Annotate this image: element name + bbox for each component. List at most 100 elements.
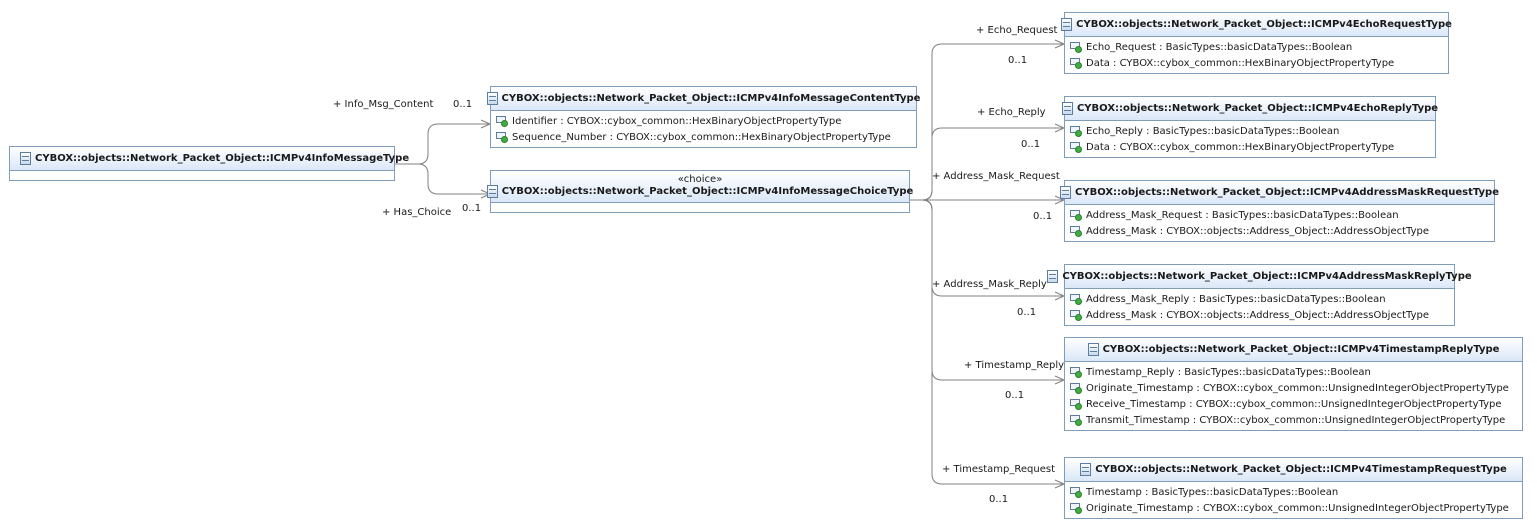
link-info-msg-content (395, 123, 490, 165)
attribute-row[interactable]: Data : CYBOX::cybox_common::HexBinaryObj… (1065, 55, 1448, 71)
attribute-icon (1070, 126, 1082, 137)
class-name: CYBOX::objects::Network_Packet_Object::I… (501, 186, 914, 197)
class-name: CYBOX::objects::Network_Packet_Object::I… (1075, 187, 1499, 198)
attribute-icon (1070, 210, 1082, 221)
attribute-row[interactable]: Timestamp_Reply : BasicTypes::basicDataT… (1065, 364, 1522, 380)
attribute-text: Originate_Timestamp : CYBOX::cybox_commo… (1086, 382, 1509, 394)
class-header: CYBOX::objects::Network_Packet_Object::I… (1060, 181, 1499, 205)
attribute-text: Data : CYBOX::cybox_common::HexBinaryObj… (1086, 57, 1395, 69)
multiplicity-has-choice: 0..1 (462, 203, 482, 214)
attribute-row[interactable]: Transmit_Timestamp : CYBOX::cybox_common… (1065, 412, 1522, 428)
attribute-row[interactable]: Originate_Timestamp : CYBOX::cybox_commo… (1065, 500, 1522, 516)
class-body: Identifier : CYBOX::cybox_common::HexBin… (491, 111, 916, 147)
class-body: Timestamp : BasicTypes::basicDataTypes::… (1065, 482, 1522, 518)
class-body: Echo_Reply : BasicTypes::basicDataTypes:… (1065, 121, 1435, 157)
attribute-row[interactable]: Address_Mask_Request : BasicTypes::basic… (1065, 207, 1494, 223)
attribute-row[interactable]: Timestamp : BasicTypes::basicDataTypes::… (1065, 484, 1522, 500)
attribute-row[interactable]: Sequence_Number : CYBOX::cybox_common::H… (491, 129, 916, 145)
class-icmpv4-address-mask-reply[interactable]: CYBOX::objects::Network_Packet_Object::I… (1047, 264, 1472, 326)
attribute-text: Data : CYBOX::cybox_common::HexBinaryObj… (1086, 141, 1395, 153)
role-label-address-mask-request: + Address_Mask_Request (932, 171, 1060, 182)
attribute-icon (496, 116, 508, 127)
multiplicity-timestamp-reply: 0..1 (1005, 390, 1025, 401)
attribute-row[interactable]: Address_Mask : CYBOX::objects::Address_O… (1065, 307, 1454, 323)
class-icmpv4-info-message-content[interactable]: CYBOX::objects::Network_Packet_Object::I… (486, 86, 920, 148)
class-icon (486, 92, 498, 105)
attribute-row[interactable]: Echo_Reply : BasicTypes::basicDataTypes:… (1065, 123, 1435, 139)
class-name: CYBOX::objects::Network_Packet_Object::I… (1102, 344, 1500, 355)
role-label-info-msg-content: + Info_Msg_Content (333, 99, 434, 110)
attribute-row[interactable]: Data : CYBOX::cybox_common::HexBinaryObj… (1065, 139, 1435, 155)
attribute-text: Identifier : CYBOX::cybox_common::HexBin… (512, 115, 842, 127)
role-label-timestamp-reply: + Timestamp_Reply (964, 360, 1065, 371)
class-header: CYBOX::objects::Network_Packet_Object::I… (1061, 97, 1439, 121)
link-echo-reply (910, 127, 1064, 201)
class-icon (1060, 186, 1071, 199)
class-header: CYBOX::objects::Network_Packet_Object::I… (10, 147, 409, 171)
role-label-timestamp-request: + Timestamp_Request (942, 464, 1055, 475)
class-body: Timestamp_Reply : BasicTypes::basicDataT… (1065, 362, 1522, 430)
class-name: CYBOX::objects::Network_Packet_Object::I… (501, 93, 921, 104)
class-icon (1087, 343, 1099, 356)
class-name: CYBOX::objects::Network_Packet_Object::I… (1095, 464, 1507, 475)
attribute-icon (1070, 415, 1082, 426)
attribute-icon (1070, 58, 1082, 69)
attribute-row[interactable]: Address_Mask : CYBOX::objects::Address_O… (1065, 223, 1494, 239)
class-name: CYBOX::objects::Network_Packet_Object::I… (1076, 103, 1439, 114)
class-icon (486, 185, 498, 198)
stereotype-label: «choice» (677, 174, 723, 185)
class-body: Address_Mask_Reply : BasicTypes::basicDa… (1065, 289, 1454, 325)
attribute-icon (1070, 142, 1082, 153)
attribute-icon (1070, 399, 1082, 410)
class-icmpv4-info-message[interactable]: CYBOX::objects::Network_Packet_Object::I… (9, 146, 409, 181)
attribute-icon (1070, 367, 1082, 378)
role-label-address-mask-reply: + Address_Mask_Reply (932, 279, 1047, 290)
attribute-text: Timestamp : BasicTypes::basicDataTypes::… (1086, 486, 1339, 498)
class-icmpv4-timestamp-reply[interactable]: CYBOX::objects::Network_Packet_Object::I… (1064, 337, 1523, 431)
attribute-icon (1070, 487, 1082, 498)
class-icmpv4-info-message-choice[interactable]: «choice» CYBOX::objects::Network_Packet_… (486, 170, 913, 213)
multiplicity-address-mask-reply: 0..1 (1017, 307, 1037, 318)
class-icon (1047, 270, 1059, 283)
attribute-row[interactable]: Address_Mask_Reply : BasicTypes::basicDa… (1065, 291, 1454, 307)
attribute-text: Echo_Reply : BasicTypes::basicDataTypes:… (1086, 125, 1340, 137)
attribute-icon (1070, 503, 1082, 514)
role-label-echo-request: + Echo_Request (976, 25, 1058, 36)
class-header: CYBOX::objects::Network_Packet_Object::I… (1047, 265, 1472, 289)
attribute-icon (1070, 42, 1082, 53)
class-icon (20, 152, 31, 165)
attribute-icon (1070, 310, 1082, 321)
class-icon (1061, 18, 1073, 31)
class-icon (1080, 463, 1092, 476)
multiplicity-address-mask-request: 0..1 (1033, 211, 1053, 222)
attribute-icon (1070, 226, 1082, 237)
attribute-row[interactable]: Echo_Request : BasicTypes::basicDataType… (1065, 39, 1448, 55)
class-body (10, 171, 394, 180)
attribute-text: Originate_Timestamp : CYBOX::cybox_commo… (1086, 502, 1509, 514)
multiplicity-echo-reply: 0..1 (1021, 139, 1041, 150)
class-body: Echo_Request : BasicTypes::basicDataType… (1065, 37, 1448, 73)
multiplicity-echo-request: 0..1 (1008, 55, 1028, 66)
link-has-choice (395, 163, 490, 195)
role-label-echo-reply: + Echo_Reply (977, 107, 1046, 118)
attribute-text: Address_Mask_Reply : BasicTypes::basicDa… (1086, 293, 1386, 305)
class-icmpv4-address-mask-request[interactable]: CYBOX::objects::Network_Packet_Object::I… (1060, 180, 1499, 242)
class-body: Address_Mask_Request : BasicTypes::basic… (1065, 205, 1494, 241)
class-body (491, 203, 909, 212)
attribute-row[interactable]: Originate_Timestamp : CYBOX::cybox_commo… (1065, 380, 1522, 396)
attribute-text: Timestamp_Reply : BasicTypes::basicDataT… (1086, 366, 1371, 378)
class-icmpv4-echo-request[interactable]: CYBOX::objects::Network_Packet_Object::I… (1061, 12, 1452, 74)
multiplicity-timestamp-request: 0..1 (989, 494, 1009, 505)
class-icmpv4-echo-reply[interactable]: CYBOX::objects::Network_Packet_Object::I… (1061, 96, 1439, 158)
class-icmpv4-timestamp-request[interactable]: CYBOX::objects::Network_Packet_Object::I… (1064, 457, 1523, 519)
attribute-row[interactable]: Receive_Timestamp : CYBOX::cybox_common:… (1065, 396, 1522, 412)
class-name: CYBOX::objects::Network_Packet_Object::I… (1076, 19, 1452, 30)
attribute-icon (1070, 383, 1082, 394)
attribute-row[interactable]: Identifier : CYBOX::cybox_common::HexBin… (491, 113, 916, 129)
class-icon (1061, 102, 1073, 115)
attribute-text: Echo_Request : BasicTypes::basicDataType… (1086, 41, 1353, 53)
attribute-icon (1070, 294, 1082, 305)
link-timestamp-request (910, 199, 1064, 485)
attribute-text: Address_Mask_Request : BasicTypes::basic… (1086, 209, 1399, 221)
attribute-text: Address_Mask : CYBOX::objects::Address_O… (1086, 309, 1429, 321)
